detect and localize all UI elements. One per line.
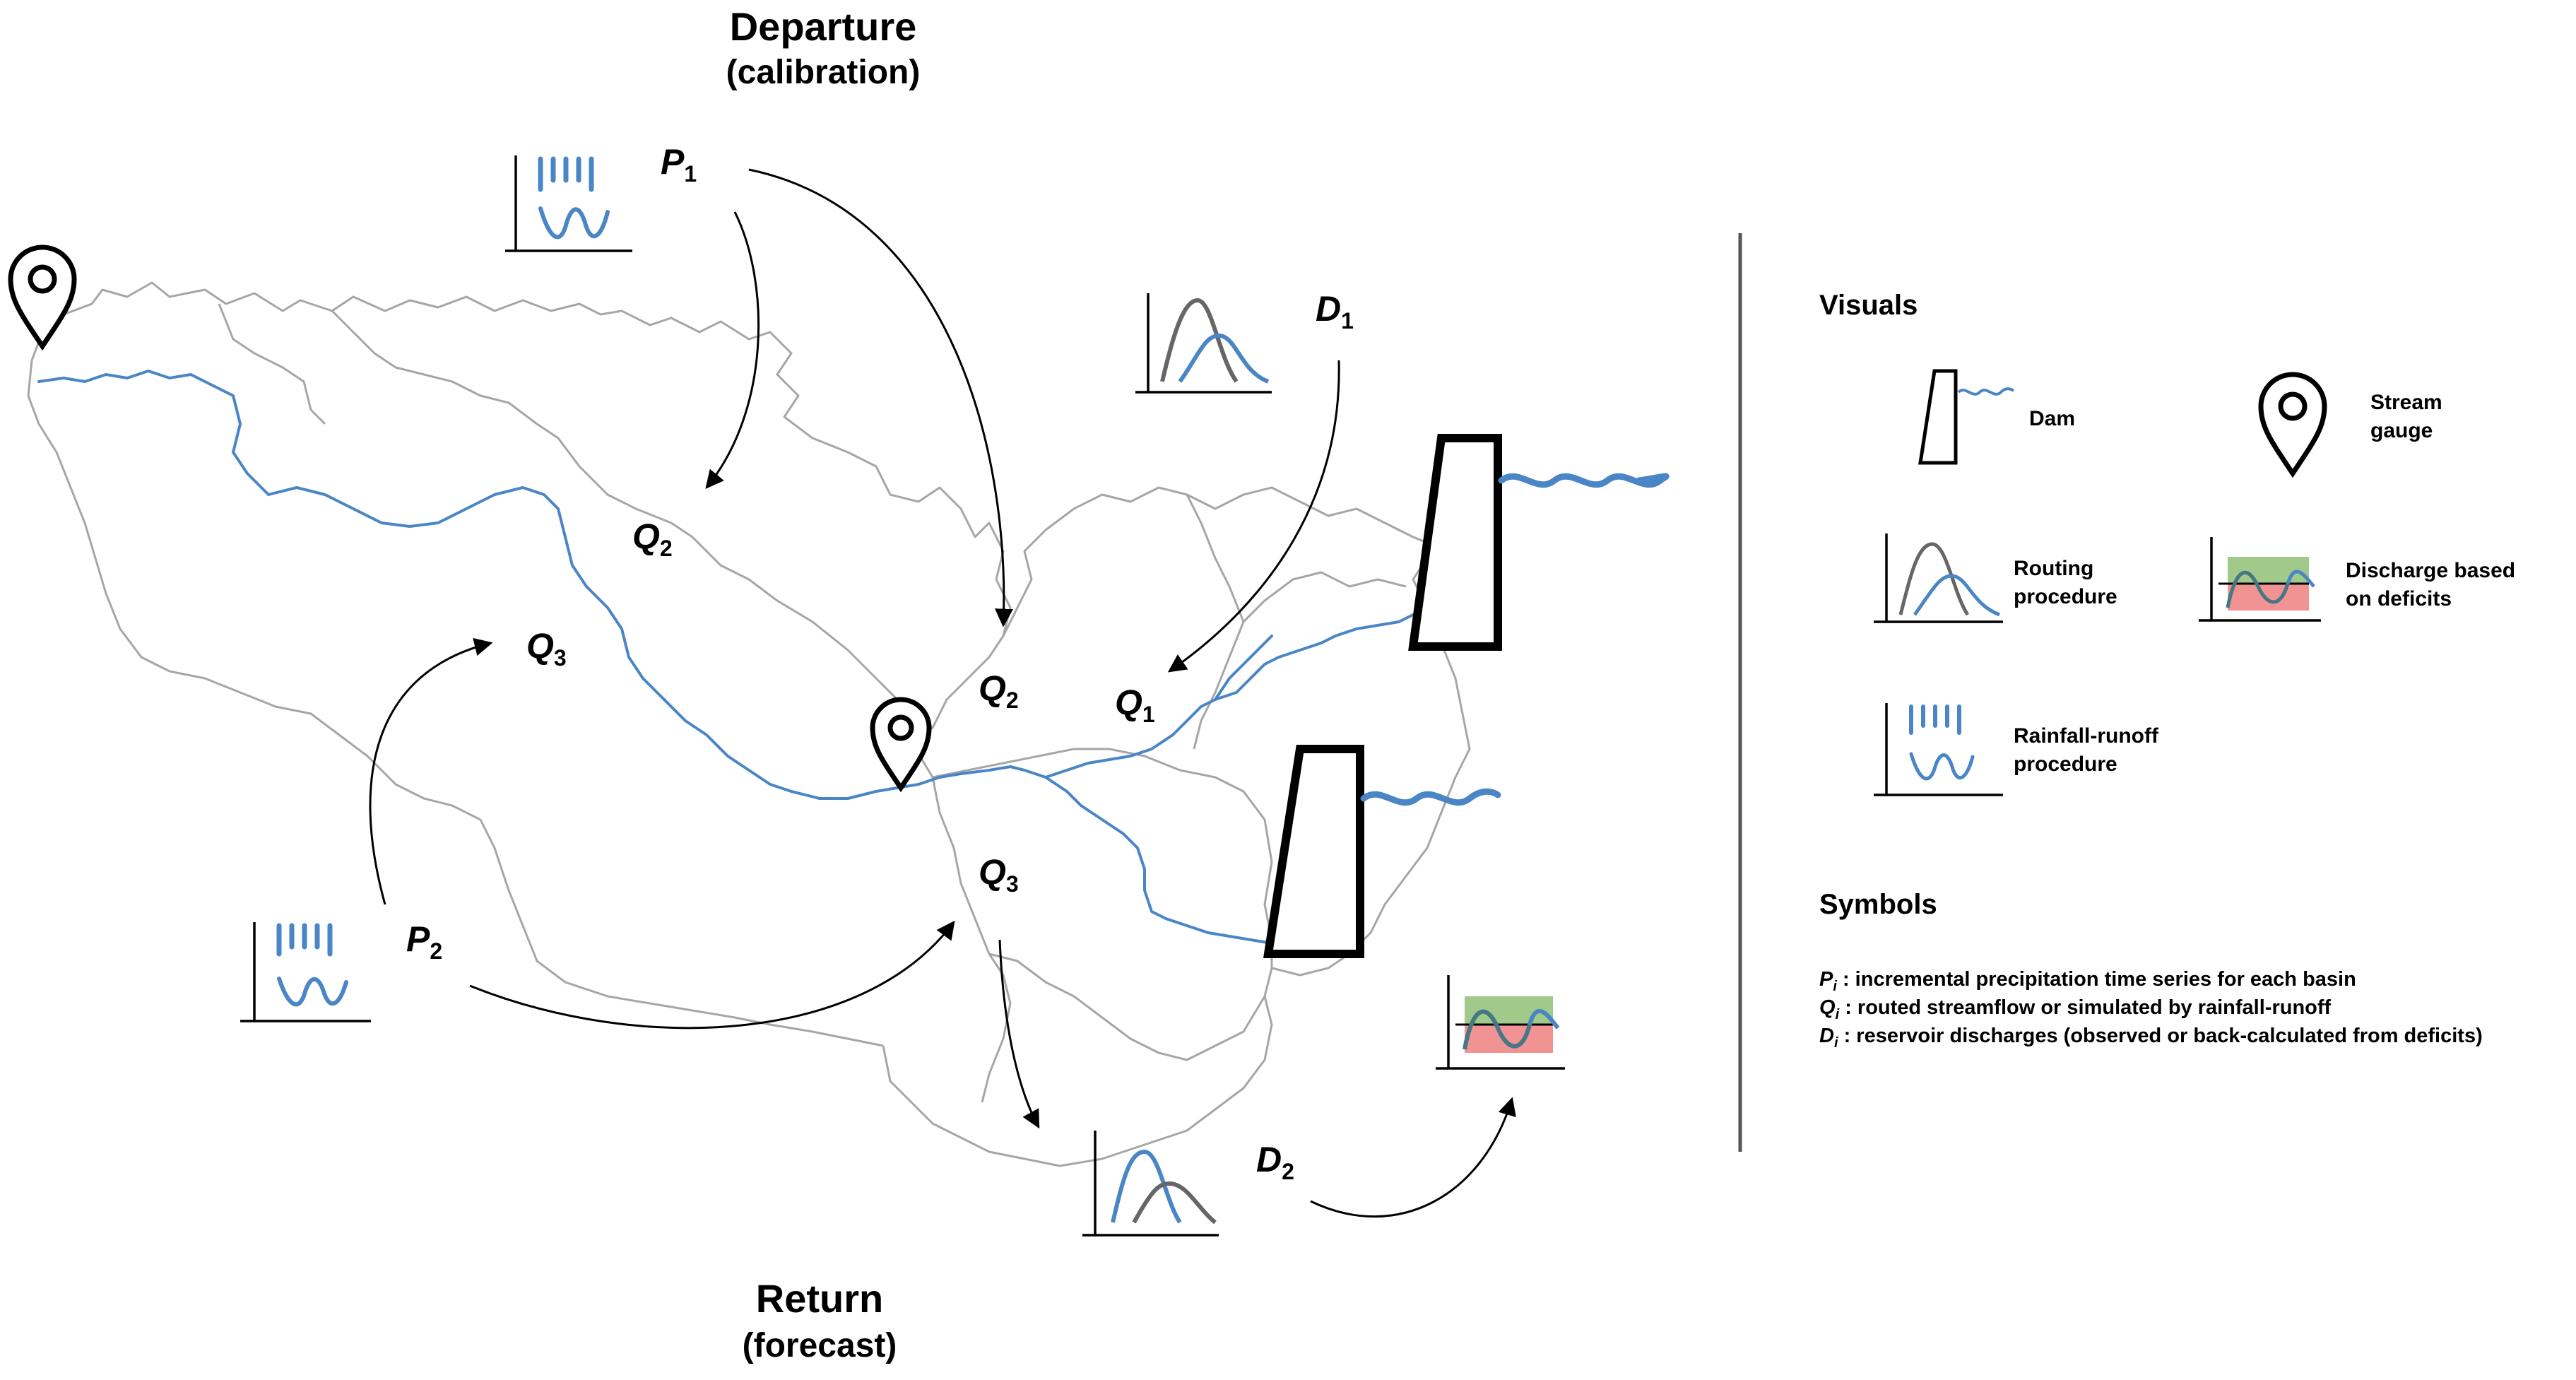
label-d2: D2 bbox=[1256, 1140, 1294, 1184]
legend-routing-label: Routing procedure bbox=[2014, 555, 2117, 611]
return-title: Return bbox=[755, 1276, 884, 1321]
deficit-discharge-icon bbox=[2199, 537, 2321, 622]
label-q1: Q1 bbox=[1115, 683, 1155, 727]
legend-dam-label: Dam bbox=[2029, 407, 2076, 430]
symbol-definition: Pi : incremental precipitation time seri… bbox=[1819, 968, 2356, 994]
arrow-p2-q3a bbox=[369, 637, 493, 905]
label-q2: Q2 bbox=[979, 668, 1019, 713]
rainfall-runoff-icon bbox=[240, 922, 371, 1022]
routing-icon bbox=[1874, 533, 2003, 623]
arrow-p2-q3b bbox=[469, 920, 955, 1030]
arrow-d2-deficit bbox=[1310, 1097, 1516, 1218]
dam-icon bbox=[1918, 369, 2015, 465]
symbol-definition: Qi : routed streamflow or simulated by r… bbox=[1819, 996, 2332, 1022]
gauge-icon bbox=[870, 697, 932, 793]
label-q3: Q3 bbox=[979, 852, 1019, 897]
departure-title: Departure bbox=[729, 4, 917, 49]
deficit-discharge-icon bbox=[1436, 975, 1565, 1070]
routing-icon bbox=[1135, 293, 1272, 394]
legend-rainfall-label: Rainfall-runoff procedure bbox=[2014, 722, 2158, 779]
legend-gauge-label-line: gauge bbox=[2370, 419, 2433, 442]
rainfall-runoff-icon bbox=[505, 155, 632, 252]
symbol-definition: Di : reservoir discharges (observed or b… bbox=[1819, 1025, 2483, 1051]
legend-gauge-label-line: Stream bbox=[2370, 391, 2442, 414]
river-network bbox=[37, 370, 1414, 948]
dam-icon bbox=[1408, 434, 1670, 651]
label-q3: Q3 bbox=[526, 626, 567, 671]
return-subtitle: (forecast) bbox=[742, 1327, 897, 1364]
routing-icon bbox=[1082, 1131, 1219, 1237]
arrow-q3-routing bbox=[998, 939, 1040, 1129]
gauge-icon bbox=[2258, 372, 2327, 478]
legend-rainfall-label-line: procedure bbox=[2014, 753, 2117, 776]
gauge-icon bbox=[8, 244, 77, 351]
arrow-p1-q2b bbox=[748, 168, 1013, 627]
rainfall-runoff-icon bbox=[1874, 703, 2003, 796]
label-d1: D1 bbox=[1316, 289, 1354, 334]
legend-rainfall-label-line: Rainfall-runoff bbox=[2014, 724, 2158, 748]
legend-visuals-heading: Visuals bbox=[1819, 290, 1918, 321]
arrow-d1-q1 bbox=[1167, 360, 1340, 673]
legend-symbols-heading: Symbols bbox=[1819, 889, 1937, 920]
basin-boundaries bbox=[27, 281, 1471, 1167]
label-p2: P2 bbox=[406, 919, 443, 964]
label-q2: Q2 bbox=[632, 517, 673, 561]
flow-arrows bbox=[369, 168, 1516, 1218]
dam-icon bbox=[1263, 745, 1501, 958]
arrow-p1-q2a bbox=[705, 211, 760, 490]
legend-routing-label-line: Routing bbox=[2014, 557, 2094, 580]
legend-deficit-label: Discharge based on deficits bbox=[2346, 557, 2515, 613]
label-p1: P1 bbox=[661, 142, 697, 187]
legend-gauge-label: Stream gauge bbox=[2370, 389, 2442, 445]
departure-subtitle: (calibration) bbox=[726, 54, 921, 91]
legend-deficit-label-line: Discharge based bbox=[2346, 559, 2516, 582]
legend-routing-label-line: procedure bbox=[2014, 585, 2117, 608]
legend-deficit-label-line: on deficits bbox=[2346, 587, 2452, 611]
